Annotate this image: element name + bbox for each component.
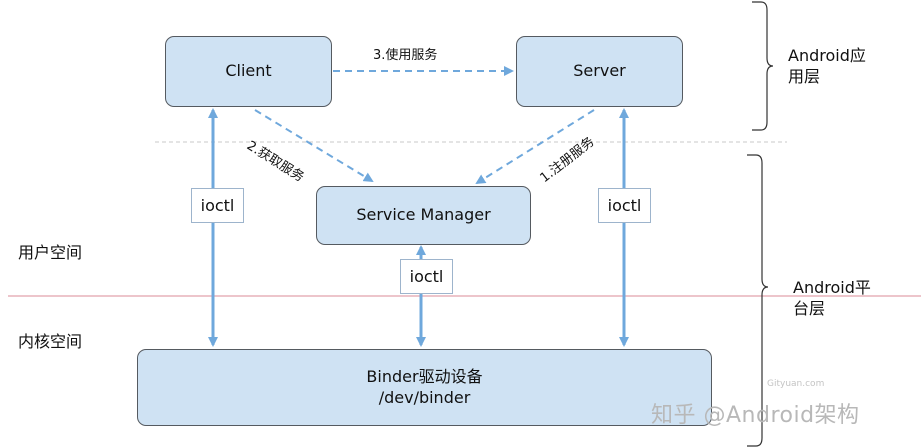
server-label: Server [573,61,626,81]
client-label: Client [225,61,272,81]
binder-device-path: /dev/binder [378,387,471,407]
client-box: Client [165,36,332,107]
platform-layer-brace [747,154,769,447]
ioctl-tag-client: ioctl [191,188,244,223]
android-app-layer-label: Android应 用层 [788,46,866,86]
ioctl-tag-service-manager: ioctl [400,259,453,294]
service-manager-label: Service Manager [356,205,491,225]
ioctl-tag-server: ioctl [598,188,651,223]
binder-driver-box: Binder驱动设备 /dev/binder [137,349,712,426]
service-manager-box: Service Manager [316,186,531,245]
user-space-label: 用户空间 [18,243,83,262]
kernel-space-label: 内核空间 [18,332,83,351]
android-platform-layer-label: Android平 台层 [793,278,871,318]
get-service-arrow [254,109,374,183]
gityuan-watermark: Gityuan.com [767,379,825,389]
app-layer-brace [752,1,774,131]
use-service-label: 3.使用服务 [373,48,438,63]
binder-driver-label: Binder驱动设备 [366,366,483,386]
zhihu-watermark: 知乎 @Android架构 [651,403,860,428]
register-service-arrow [475,109,595,185]
server-box: Server [516,36,683,107]
